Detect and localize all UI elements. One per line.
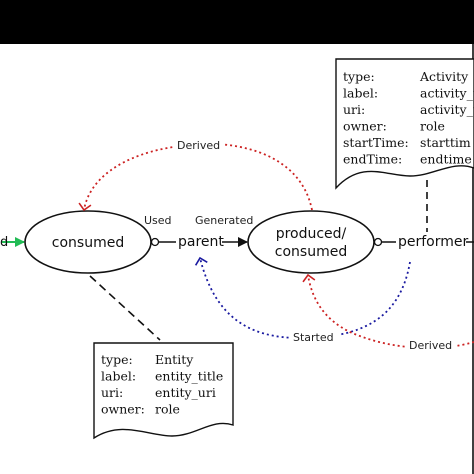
activity-card-row-value-1: activity_t [420, 86, 474, 101]
derived-bottom-label-bg [405, 337, 457, 353]
activity-card-row-key-0: type: [343, 69, 375, 84]
entity-card-row-key-3: owner: [101, 402, 145, 417]
consumed-node-label: consumed [52, 235, 124, 251]
activity-card-row-key-1: label: [343, 86, 378, 101]
entity-card-row-key-1: label: [101, 369, 136, 384]
derived-bottom-label: Derived [409, 339, 452, 352]
performer-label: performer [398, 234, 469, 250]
used-label: Used [144, 214, 172, 227]
generated-label: Generated [195, 214, 253, 227]
activity-card-row-value-2: activity_u [420, 102, 474, 117]
derived-top-edge [78, 142, 313, 212]
entity-card-row-key-0: type: [101, 352, 133, 367]
derived-top-label-bg [175, 137, 223, 153]
top-frame-band [0, 0, 474, 44]
entity-card-row-value-2: entity_uri [155, 385, 216, 400]
entity-card: type: Entity label: entity_title uri: entity_… [93, 342, 234, 440]
entity-card-row-value-0: Entity [155, 352, 194, 367]
parent-label: parent [178, 234, 224, 250]
started-edge [194, 256, 411, 339]
used-connector-circle [150, 237, 160, 247]
entity-card-row-value-3: role [155, 402, 180, 417]
left-edge-label-fragment: d [0, 235, 8, 250]
produced-consumed-node[interactable] [247, 210, 375, 274]
started-label: Started [293, 331, 334, 344]
activity-card-row-value-3: role [420, 119, 445, 134]
entity-card-connector [89, 275, 161, 341]
activity-card-row-key-4: startTime: [343, 135, 409, 150]
performer-connector-circle [373, 237, 383, 247]
produced-node-label-line1: produced/ [276, 226, 347, 242]
entity-card-row-key-2: uri: [101, 385, 123, 400]
activity-card: type: Activity label: activity_t uri: activit… [335, 58, 474, 190]
activity-card-row-value-4: starttim [420, 135, 471, 150]
started-label-bg [291, 329, 339, 345]
produced-node-label-line2: consumed [275, 244, 347, 260]
derived-top-label: Derived [177, 139, 220, 152]
activity-card-row-key-5: endTime: [343, 152, 402, 167]
activity-card-row-key-3: owner: [343, 119, 387, 134]
activity-card-row-value-0: Activity [419, 69, 469, 84]
entity-card-row-value-1: entity_title [155, 369, 223, 384]
activity-card-row-key-2: uri: [343, 102, 365, 117]
activity-card-row-value-5: endtime [420, 152, 472, 167]
